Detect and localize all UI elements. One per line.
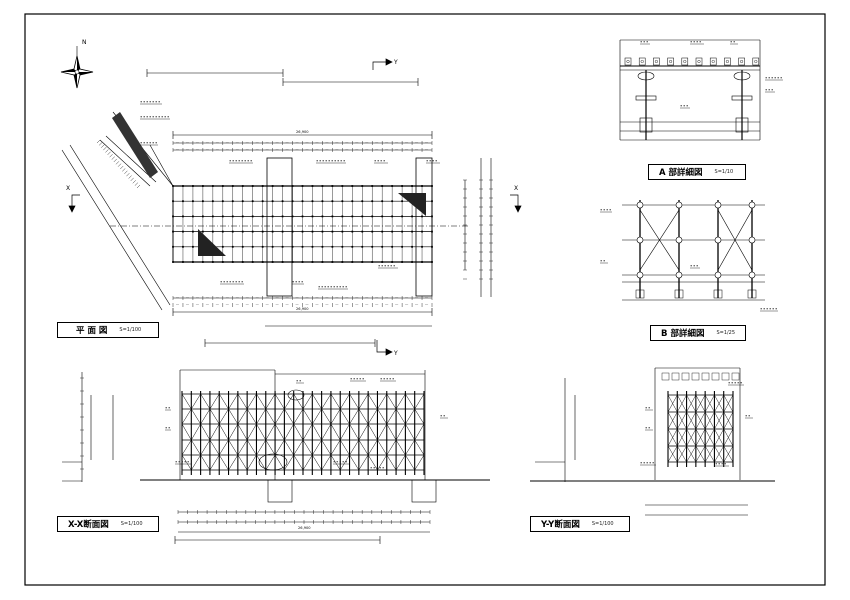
detail-a-title: A 部詳細図: [659, 168, 703, 178]
detail-b-scale: S=1/25: [716, 330, 736, 336]
section-y-title-box: Y-Y断面図 S=1/100: [530, 516, 630, 532]
detail-a-title-box: A 部詳細図 S=1/10: [648, 164, 746, 180]
marker-x-right-label: X: [514, 185, 518, 192]
north-label: N: [82, 39, 87, 46]
plan-hatch-area-left: [198, 229, 226, 256]
detail-b-title-box: B 部詳細図 S=1/25: [650, 325, 746, 341]
section-x-ticks: [80, 377, 431, 524]
plan-dimension-ticks: [96, 139, 493, 307]
marker-y-top-label: Y: [393, 59, 398, 66]
section-y-scale: S=1/100: [591, 521, 614, 527]
plan-scale: S=1/100: [119, 327, 142, 333]
section-y-title: Y-Y断面図: [541, 520, 580, 530]
plan-title-box: 平 面 図 S=1/100: [57, 322, 159, 338]
detail-a-view: [619, 39, 761, 141]
section-x-scaffold: [181, 391, 425, 475]
section-marker-x-right: [510, 194, 522, 213]
section-x-title-box: X-X断面図 S=1/100: [57, 516, 159, 532]
section-x-dim: 26,900: [298, 526, 311, 530]
annotation-leaders: [140, 41, 783, 471]
plan-title: 平 面 図: [76, 326, 108, 336]
section-marker-y-top: [372, 58, 393, 70]
section-x-title: X-X断面図: [68, 520, 109, 530]
plan-view: [61, 69, 492, 347]
section-y-scaffold: [661, 372, 740, 467]
plan-dim-bottom: 26,900: [296, 307, 309, 311]
section-marker-x-left: [68, 194, 80, 213]
section-marker-y-bottom: [376, 340, 393, 356]
plan-inclined-strip: [112, 112, 158, 178]
detail-b-title: B 部詳細図: [661, 329, 705, 339]
detail-a-scale: S=1/10: [714, 169, 734, 175]
marker-y-bottom-label: Y: [393, 350, 398, 357]
plan-hatch-area-right: [398, 193, 426, 216]
section-x-scale: S=1/100: [120, 521, 143, 527]
detail-b-frames: [635, 200, 757, 299]
sheet-border: [24, 13, 826, 586]
detail-b-view: [622, 204, 765, 301]
marker-x-left-label: X: [66, 185, 70, 192]
north-arrow-icon: [60, 46, 94, 89]
section-y-view: [530, 367, 775, 516]
plan-dim-top: 26,900: [296, 130, 309, 134]
detail-a-bolt-row: [624, 57, 760, 66]
